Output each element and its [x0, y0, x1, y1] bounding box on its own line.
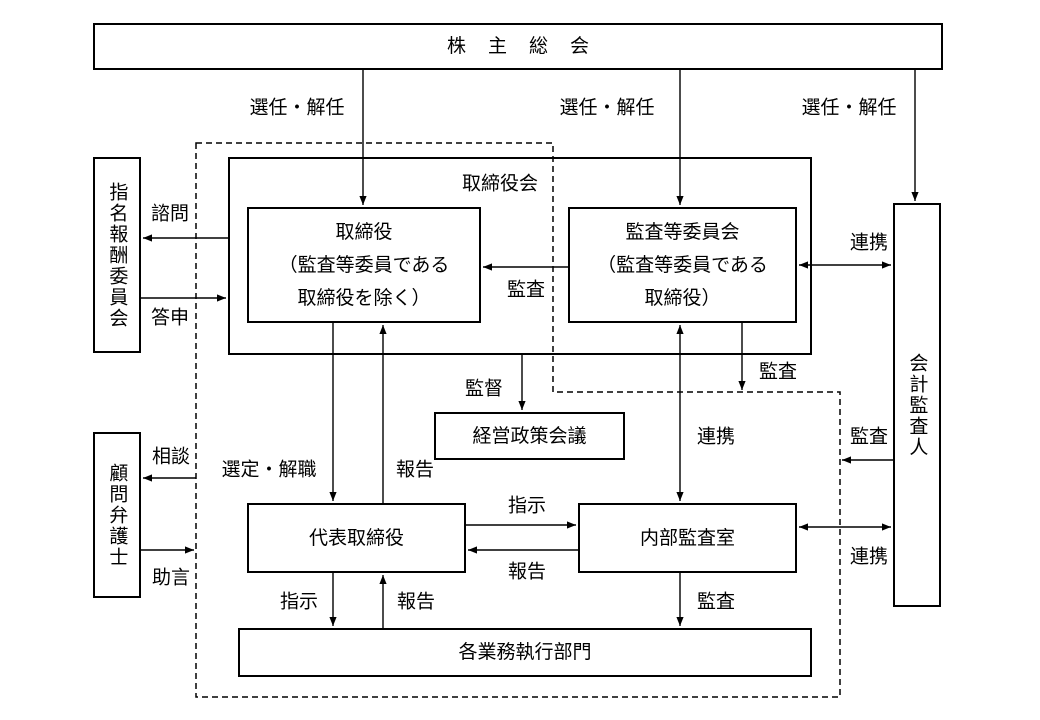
edge-label-audit-committee-to-execution: 監査 — [758, 360, 798, 383]
legal-advisor-label: 顧問弁護士 — [106, 462, 129, 568]
edge-label-shareholders-to-accounting-auditor: 選任・解任 — [801, 96, 897, 119]
edge-label-company-to-legal-advisor: 相談 — [151, 445, 191, 468]
edge-label-divisions-to-representative: 報告 — [396, 590, 436, 613]
edge-label-internal-audit-to-representative: 報告 — [507, 560, 547, 583]
edge-label-nomination-to-board: 答申 — [150, 306, 190, 329]
representative-director-box: 代表取締役 — [247, 503, 466, 573]
management-policy-council-box: 経営政策会議 — [434, 412, 625, 460]
business-execution-divisions-label: 各業務執行部門 — [458, 641, 592, 664]
edge-label-directors-to-representative: 選定・解職 — [221, 458, 317, 481]
management-policy-council-label: 経営政策会議 — [472, 424, 587, 447]
audit-committee-label-line-3: 取締役） — [644, 286, 721, 309]
accounting-auditor-label: 会計監査人 — [906, 352, 929, 458]
shareholders-meeting-label: 株 主 総 会 — [446, 35, 598, 58]
edge-label-board-to-nomination: 諮問 — [150, 202, 190, 225]
internal-audit-office-label: 内部監査室 — [639, 526, 735, 549]
execution-boundary-dashed — [195, 142, 841, 698]
internal-audit-office-box: 内部監査室 — [578, 503, 797, 573]
edge-label-legal-advisor-to-company: 助言 — [151, 566, 191, 589]
audit-committee-box: 監査等委員会 （監査等委員である 取締役） — [568, 207, 797, 323]
edge-label-accounting-auditor-to-execution: 監査 — [849, 425, 889, 448]
edge-label-internal-audit-accounting-auditor: 連携 — [849, 545, 889, 568]
representative-director-label: 代表取締役 — [308, 526, 404, 549]
directors-label-line-2: （監査等委員である — [278, 253, 450, 276]
edge-label-representative-to-internal-audit: 指示 — [507, 494, 547, 517]
edge-label-shareholders-to-audit-committee: 選任・解任 — [559, 96, 655, 119]
edge-label-representative-to-directors: 報告 — [395, 458, 435, 481]
directors-box: 取締役 （監査等委員である 取締役を除く） — [247, 207, 481, 323]
edge-label-representative-to-divisions: 指示 — [279, 590, 319, 613]
accounting-auditor-box: 会計監査人 — [893, 203, 941, 607]
board-of-directors-box — [228, 157, 812, 355]
shareholders-meeting-box: 株 主 総 会 — [93, 23, 943, 70]
edge-label-audit-committee-accounting-auditor: 連携 — [849, 231, 889, 254]
audit-committee-label-line-1: 監査等委員会 — [625, 220, 740, 243]
legal-advisor-box: 顧問弁護士 — [93, 432, 141, 598]
audit-committee-label-line-2: （監査等委員である — [597, 253, 768, 276]
edge-label-audit-committee-to-directors: 監査 — [506, 278, 546, 301]
edge-label-board-to-policy-council: 監督 — [464, 377, 504, 400]
directors-label-line-1: 取締役 — [335, 220, 393, 243]
edge-label-shareholders-to-directors: 選任・解任 — [249, 96, 345, 119]
nomination-compensation-committee-box: 指名報酬委員会 — [93, 157, 141, 353]
business-execution-divisions-box: 各業務執行部門 — [238, 628, 812, 677]
nomination-compensation-committee-label: 指名報酬委員会 — [106, 181, 129, 329]
edge-label-audit-committee-internal-audit: 連携 — [696, 425, 736, 448]
board-of-directors-label: 取締役会 — [461, 172, 539, 195]
directors-label-line-3: 取締役を除く） — [297, 286, 431, 309]
edge-label-internal-audit-to-divisions: 監査 — [696, 590, 736, 613]
